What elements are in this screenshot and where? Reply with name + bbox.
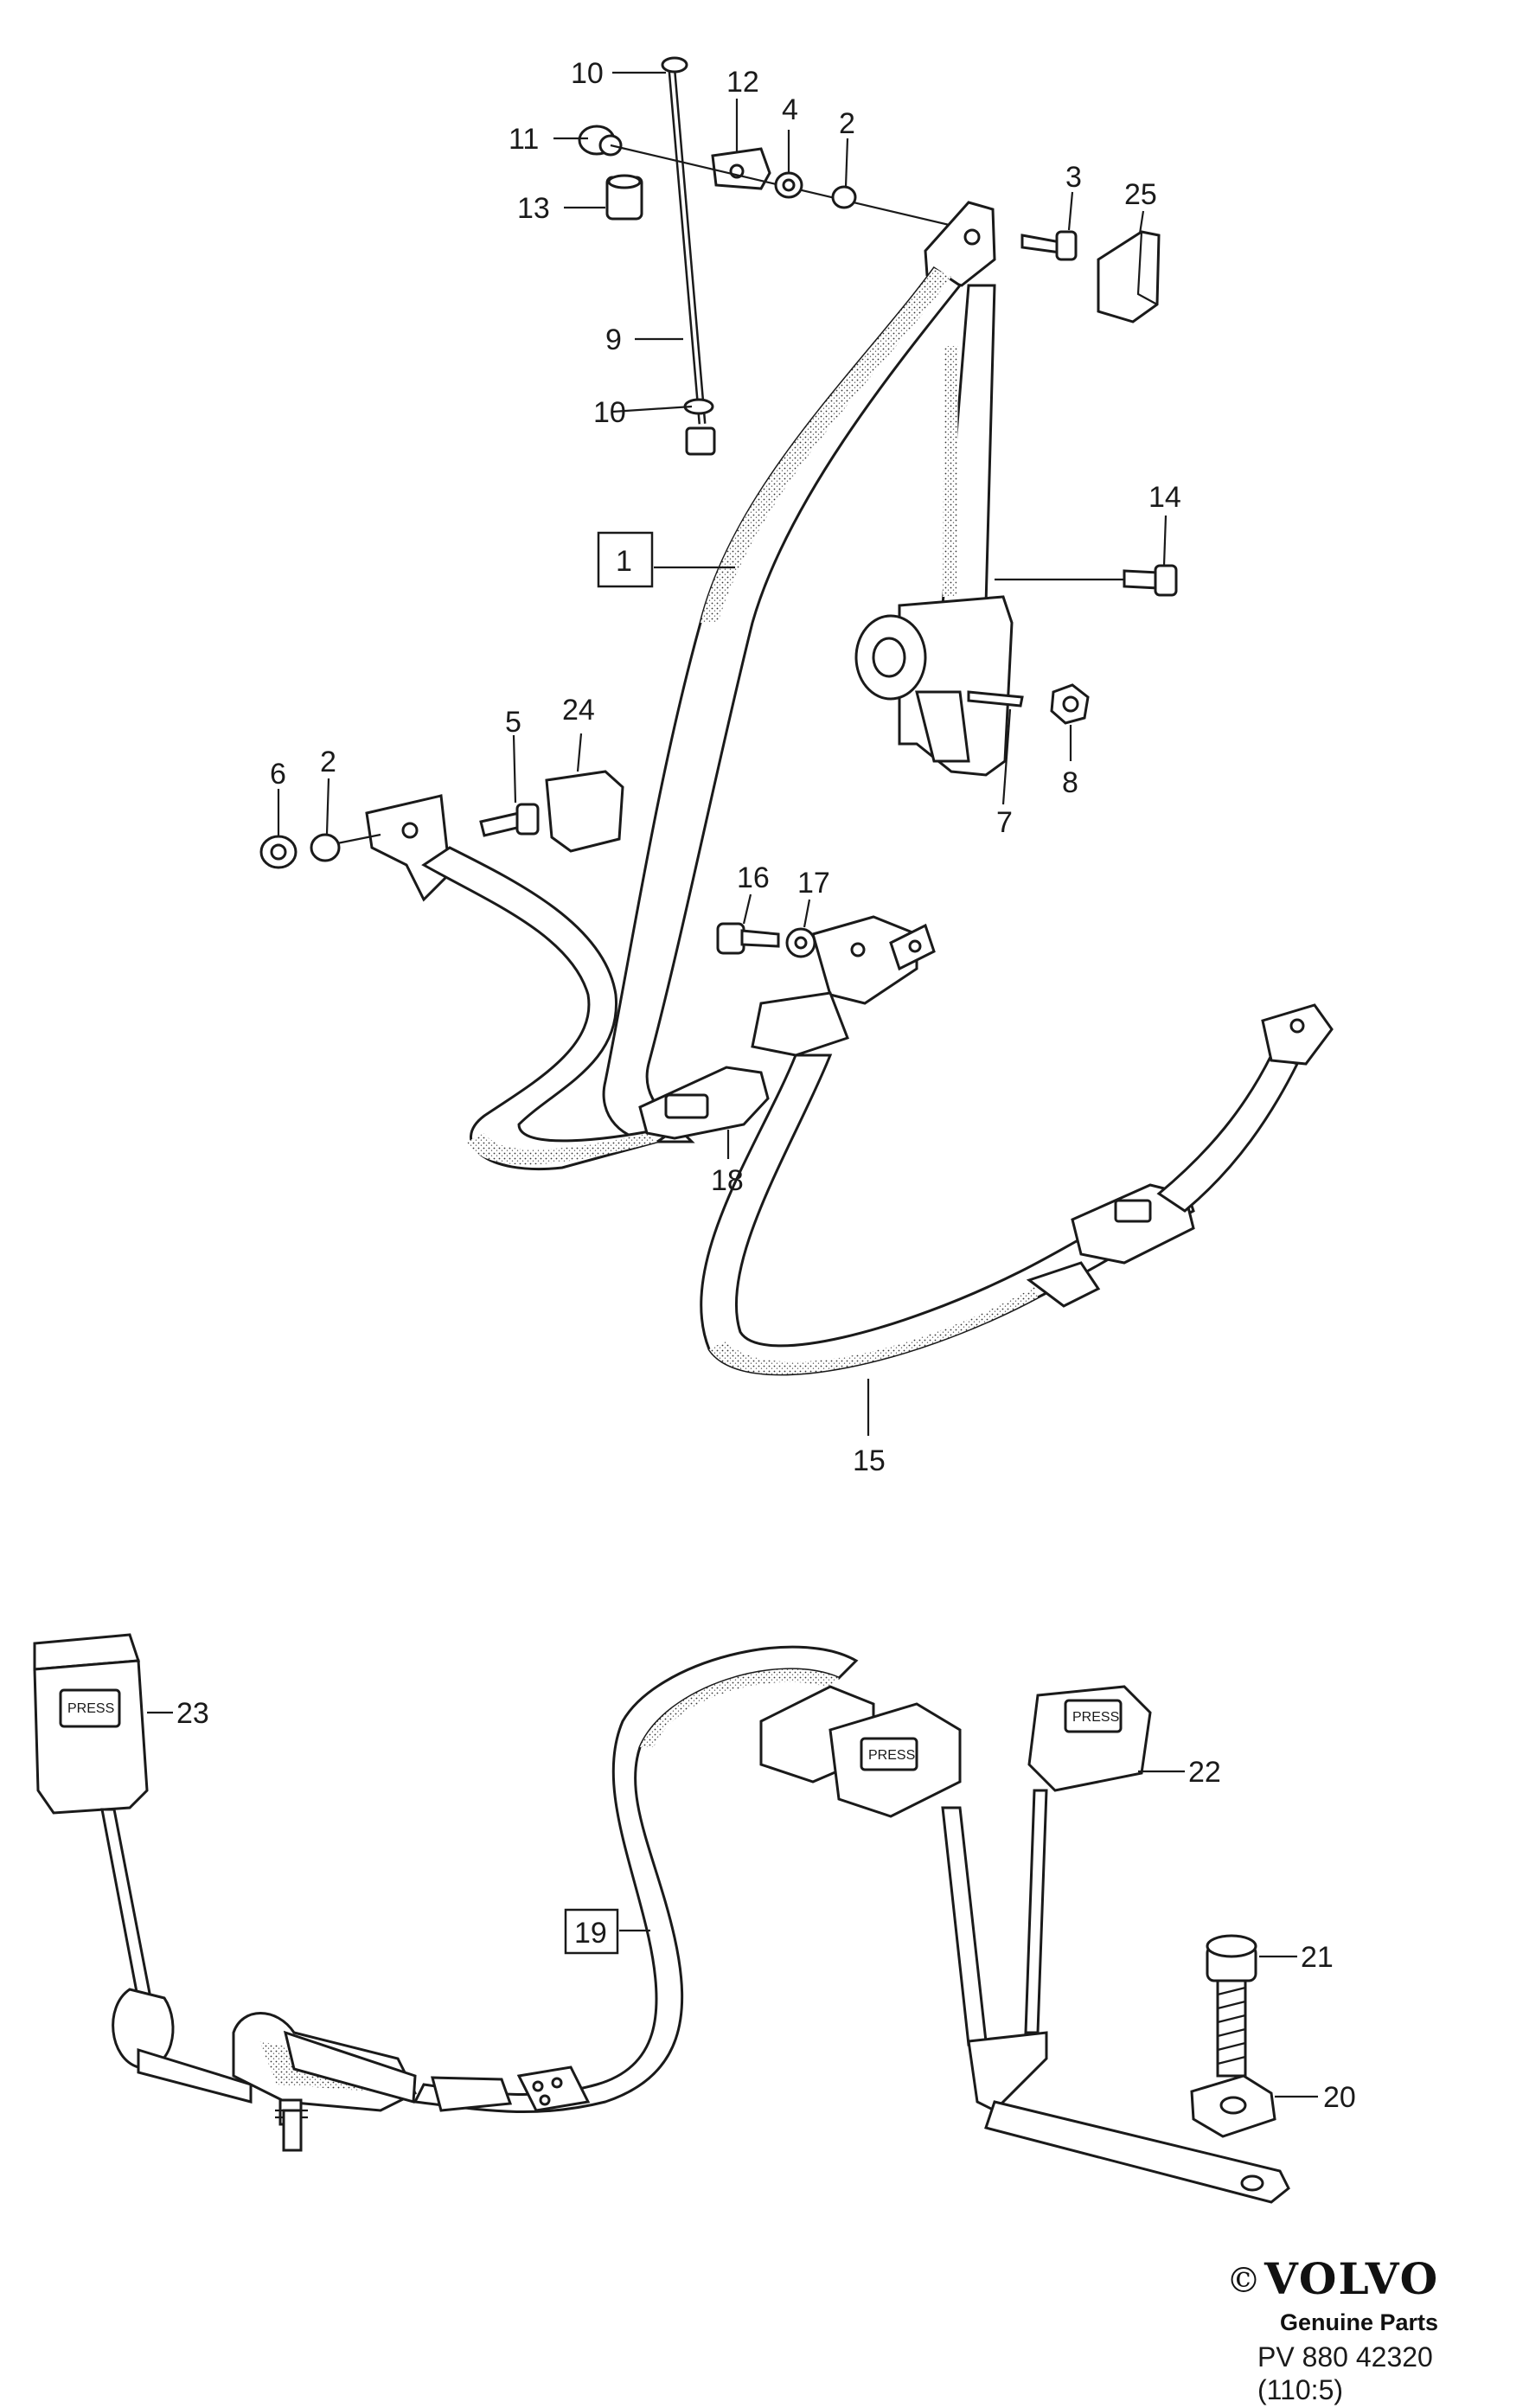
spacer-2-top xyxy=(831,185,857,209)
nut-11 xyxy=(578,125,623,157)
brand-logo: VOLVO xyxy=(1264,2253,1439,2304)
seatbelt-15 xyxy=(700,1003,1334,1376)
buckle-22: PRESS xyxy=(1024,1685,1152,2034)
washer-17 xyxy=(785,927,816,958)
callout-10-bottom: 10 xyxy=(593,396,626,429)
diagram-code: (110:5) xyxy=(1257,2374,1343,2405)
callout-10-top: 10 xyxy=(571,57,604,90)
callout-2-top: 2 xyxy=(839,107,855,140)
center-buckle-bracket xyxy=(751,915,936,1057)
callout-8: 8 xyxy=(1062,766,1078,799)
latch-plate-18 xyxy=(638,1066,770,1140)
seatbelt-19 xyxy=(413,1645,859,2114)
callout-4: 4 xyxy=(782,93,798,126)
upper-seatbelt-assembly xyxy=(259,56,1334,1436)
callout-22: 22 xyxy=(1188,1756,1221,1789)
spacer-2-lower xyxy=(310,833,341,862)
callout-1: 1 xyxy=(616,545,632,578)
callout-13: 13 xyxy=(517,192,550,225)
buckle-22-label: PRESS xyxy=(1072,1710,1119,1725)
right-floor-anchor xyxy=(967,2031,1290,2204)
callout-1-box xyxy=(597,531,654,588)
upper-anchor-plate xyxy=(924,201,996,287)
lower-anchor-belt xyxy=(336,794,684,1170)
genuine-parts-tagline: Genuine Parts xyxy=(1280,2309,1438,2335)
callout-5: 5 xyxy=(505,706,521,739)
center-buckle-label: PRESS xyxy=(868,1748,915,1763)
cover-cap-24 xyxy=(545,770,624,853)
nut-8 xyxy=(1050,683,1090,725)
height-adjuster-rod xyxy=(661,56,716,456)
callout-16: 16 xyxy=(737,861,770,894)
left-floor-anchor xyxy=(232,2012,418,2126)
sleeve-13 xyxy=(605,174,643,221)
callout-17: 17 xyxy=(797,867,830,900)
callout-25: 25 xyxy=(1124,178,1157,211)
bracket-12 xyxy=(610,144,987,235)
bolt-21 xyxy=(1206,1934,1257,2078)
nut-plate-20 xyxy=(1190,2074,1276,2138)
callout-24: 24 xyxy=(562,694,595,727)
callout-7: 7 xyxy=(996,806,1013,839)
callout-15: 15 xyxy=(853,1444,886,1477)
bolt-5 xyxy=(479,803,540,837)
retractor-unit xyxy=(854,595,1024,777)
callout-14: 14 xyxy=(1148,481,1181,514)
callout-6: 6 xyxy=(270,758,286,791)
callout-23: 23 xyxy=(176,1697,209,1730)
callout-21: 21 xyxy=(1301,1941,1334,1974)
callout-18: 18 xyxy=(711,1164,744,1197)
buckle-23: PRESS xyxy=(33,1633,253,2104)
bolt-3 xyxy=(1020,230,1078,261)
callout-19-box xyxy=(564,1908,619,1955)
callout-9: 9 xyxy=(605,323,622,356)
left-stud xyxy=(282,2109,303,2152)
washer-6 xyxy=(259,835,297,869)
washer-4 xyxy=(774,171,803,199)
lower-seatbelt-assembly: PRESS PRESS xyxy=(33,1633,1318,2204)
callout-11: 11 xyxy=(509,123,539,156)
copyright-symbol: © xyxy=(1226,2261,1263,2301)
cover-cap-25 xyxy=(1097,230,1161,323)
callout-20: 20 xyxy=(1323,2081,1356,2114)
callout-19: 19 xyxy=(574,1917,607,1950)
bolt-16 xyxy=(716,922,780,955)
part-reference: PV 880 42320 xyxy=(1257,2341,1433,2373)
callout-3: 3 xyxy=(1065,161,1082,194)
bolt-14 xyxy=(995,564,1178,597)
center-buckle-pair: PRESS xyxy=(759,1685,988,2046)
buckle-23-label: PRESS xyxy=(67,1701,114,1716)
callout-12: 12 xyxy=(726,66,759,99)
callout-2-lower: 2 xyxy=(320,746,336,778)
